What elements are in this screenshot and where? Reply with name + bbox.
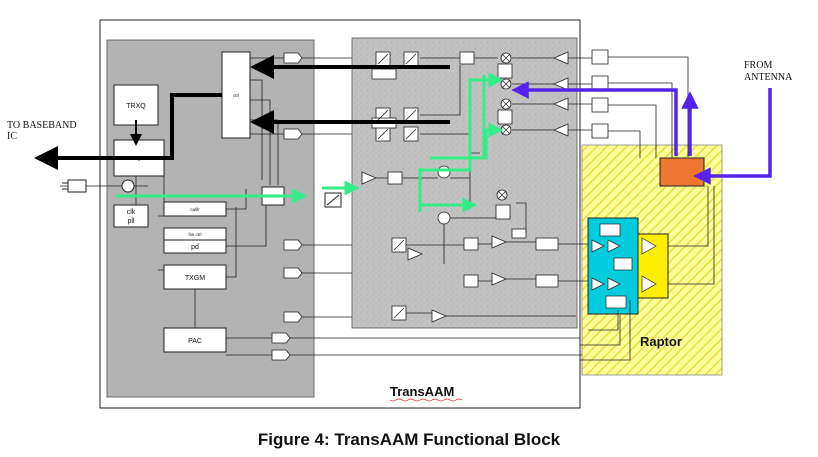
antenna-input-path: [511, 81, 772, 185]
hwctrl-label: hw ctrl: [188, 232, 201, 237]
antenna-switch: [659, 157, 705, 187]
trxq-label: TRXQ: [126, 103, 146, 110]
pll-label: pll: [127, 218, 134, 225]
green-signal-path: [116, 72, 504, 213]
reference-oscillator: [121, 179, 135, 193]
transaam-label-underline: [389, 398, 463, 402]
txgm-label: TXGM: [185, 275, 205, 282]
converter-blocks: [271, 52, 303, 361]
rf-filter-slashes: [377, 53, 417, 319]
control-block-label: ctrl: [233, 93, 239, 98]
pac-block: [163, 327, 227, 353]
pd-label: pd: [191, 244, 199, 251]
from-antenna-label-line2: ANTENNA: [744, 72, 793, 83]
antenna-filter-blocks: [591, 49, 609, 139]
connector-plug-icon: [62, 179, 87, 193]
raptor-label: Raptor: [640, 334, 682, 349]
clk-label: clk: [127, 209, 136, 216]
rx-data-path: [34, 55, 450, 170]
clk-pll-block: [113, 204, 149, 228]
signal-wiring: [60, 56, 715, 361]
pac-label: PAC: [188, 338, 202, 345]
cal-label: cal/lr: [190, 207, 200, 212]
to-baseband-label-line1: TO BASEBAND: [7, 120, 77, 131]
transaam-label: TransAAM: [390, 384, 454, 399]
figure-caption: Figure 4: TransAAM Functional Block: [257, 430, 561, 449]
control-block: [221, 51, 251, 139]
raptor-sub-blocks: [591, 223, 657, 309]
transaam-block-diagram: TRXQ dig/if ctrl clk pll cal/lr hw ctrl …: [7, 19, 793, 409]
from-antenna-label-line1: FROM: [744, 60, 772, 71]
pd-block: [163, 239, 227, 254]
to-baseband-label-line2: IC: [7, 131, 17, 142]
